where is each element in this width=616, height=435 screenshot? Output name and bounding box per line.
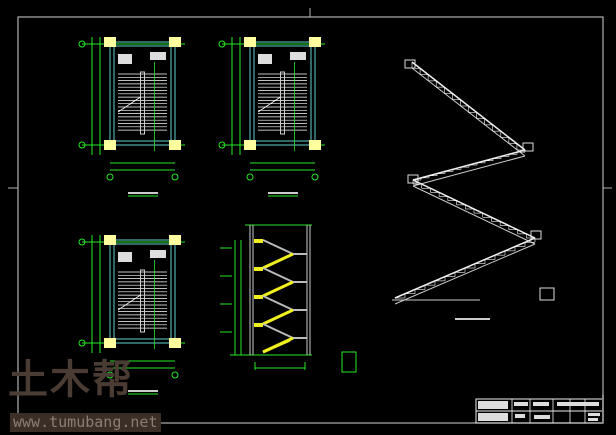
landing-beam: [530, 230, 542, 240]
flight-yellow: [262, 338, 291, 354]
detail-beam: [539, 287, 555, 301]
column: [104, 37, 116, 47]
axis-bubble: [106, 173, 114, 181]
stair-flight-underside: [412, 185, 536, 245]
axis-bubble: [218, 141, 226, 149]
wall-outline: [109, 41, 176, 146]
wall-outline: [249, 41, 316, 146]
title-block: [475, 395, 604, 424]
column: [244, 140, 256, 150]
wall-outline: [109, 239, 176, 344]
flight-gray: [262, 239, 294, 255]
wall-inner: [113, 45, 172, 142]
landing-beam: [254, 239, 263, 243]
column: [169, 37, 181, 47]
title-block-text: [515, 414, 525, 418]
column: [104, 235, 116, 245]
landing-beam: [254, 267, 263, 271]
axis-bubble: [218, 40, 226, 48]
flight-gray: [262, 267, 294, 283]
axis-bubble: [171, 371, 179, 379]
label-text-block: [150, 52, 166, 60]
elevation-view: [392, 59, 555, 320]
axis-bubble: [171, 173, 179, 181]
break-line: [257, 96, 281, 113]
title-block-text: [588, 413, 600, 416]
column: [169, 140, 181, 150]
label-text-block: [118, 252, 132, 262]
column: [309, 37, 321, 47]
title-block-text: [478, 401, 508, 409]
view-title: [128, 390, 158, 392]
flight-yellow: [262, 280, 294, 298]
column: [104, 140, 116, 150]
landing-beam: [404, 59, 416, 69]
title-block-text: [534, 415, 550, 419]
handrail: [140, 71, 145, 135]
axis-bubble: [78, 40, 86, 48]
column: [244, 37, 256, 47]
landing-beam: [522, 142, 534, 152]
axis-bubble: [78, 141, 86, 149]
flight-yellow: [262, 308, 294, 326]
title-block-text: [533, 402, 549, 406]
axis-bubble: [246, 173, 254, 181]
wall-inner: [253, 45, 312, 142]
view-title: [455, 318, 490, 320]
column: [169, 235, 181, 245]
axis-bubble: [78, 339, 86, 347]
watermark-url: www.tumubang.net: [10, 413, 161, 432]
label-text-block: [290, 52, 306, 60]
column: [104, 338, 116, 348]
axis-bubble: [78, 238, 86, 246]
section-view: [220, 224, 357, 373]
flight-gray: [262, 323, 294, 339]
axis-bubble: [106, 371, 114, 379]
title-block-text: [588, 418, 598, 421]
landing-beam: [254, 323, 263, 327]
plan-3-view: [78, 235, 185, 395]
plan-2-view: [218, 37, 325, 197]
view-title: [268, 192, 298, 194]
title-block-text: [478, 413, 508, 421]
label-text-block: [258, 54, 272, 64]
break-line: [117, 294, 141, 311]
wall-inner: [113, 243, 172, 340]
stair-flight-underside: [412, 155, 526, 187]
flight-yellow: [262, 252, 294, 270]
stair-flight-underside: [394, 243, 536, 305]
label-text-block: [118, 54, 132, 64]
detail-section: [341, 351, 357, 373]
landing-beam: [407, 174, 419, 184]
break-line: [117, 96, 141, 113]
watermark-logo: 土木帮: [8, 357, 134, 403]
axis-bubble: [311, 173, 319, 181]
flight-gray: [262, 295, 294, 311]
handrail: [140, 269, 145, 333]
title-block-text: [557, 402, 599, 406]
label-text-block: [150, 250, 166, 258]
view-title: [128, 192, 158, 194]
handrail: [280, 71, 285, 135]
plan-1-view: [78, 37, 185, 197]
column: [169, 338, 181, 348]
column: [309, 140, 321, 150]
title-block-text: [514, 402, 528, 406]
landing-beam: [254, 295, 263, 299]
